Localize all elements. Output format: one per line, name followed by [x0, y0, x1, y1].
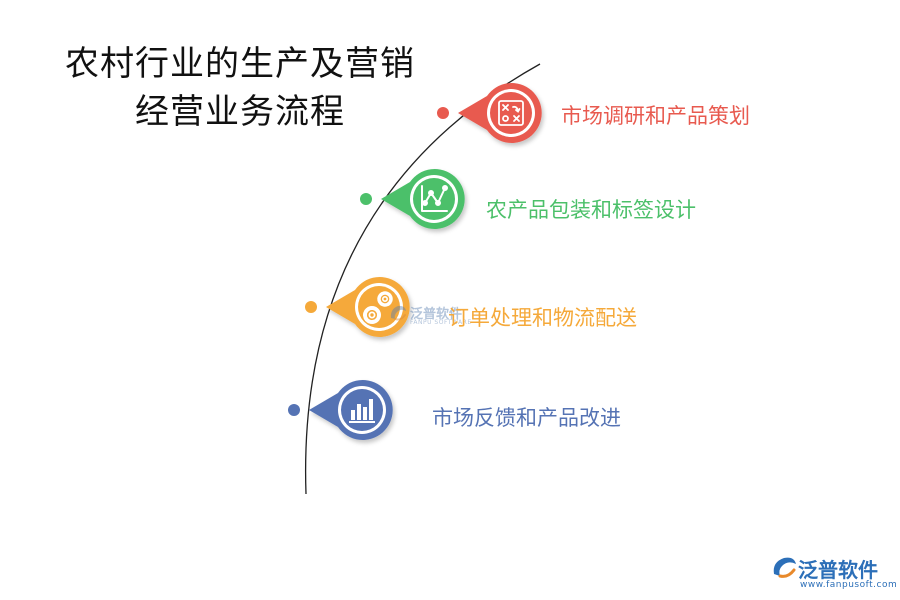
step-3-dot: [305, 301, 317, 313]
step-4-node: [288, 380, 393, 441]
step-2-node: [360, 169, 465, 230]
gears-icon: [363, 291, 393, 324]
brand-logo-icon: [773, 557, 796, 578]
brand-name: 泛普软件: [798, 558, 878, 582]
step-2-dot: [360, 193, 372, 205]
step-1-dot: [437, 107, 449, 119]
title-line-2: 经营业务流程: [135, 92, 345, 132]
strategy-board-icon: [498, 100, 524, 126]
step-1-node: [437, 83, 542, 143]
bar-chart-icon: [349, 399, 375, 423]
brand-url: www.fanpusoft.com: [800, 580, 898, 590]
diagram-title: 农村行业的生产及营销 经营业务流程: [40, 40, 440, 136]
watermark-name: 泛普软件: [410, 307, 463, 322]
step-4-label: 市场反馈和产品改进: [432, 406, 621, 430]
step-3-label: 订单处理和物流配送: [448, 306, 637, 330]
title-line-1: 农村行业的生产及营销: [65, 44, 415, 84]
watermark-logo-icon: [390, 305, 406, 321]
watermark-sub: FANPU SOFTWARE: [410, 319, 472, 326]
line-chart-icon: [421, 185, 448, 212]
step-1-label: 市场调研和产品策划: [561, 104, 750, 128]
step-3-node: [305, 276, 410, 337]
step-2-label: 农产品包装和标签设计: [486, 198, 696, 222]
step-4-dot: [288, 404, 300, 416]
